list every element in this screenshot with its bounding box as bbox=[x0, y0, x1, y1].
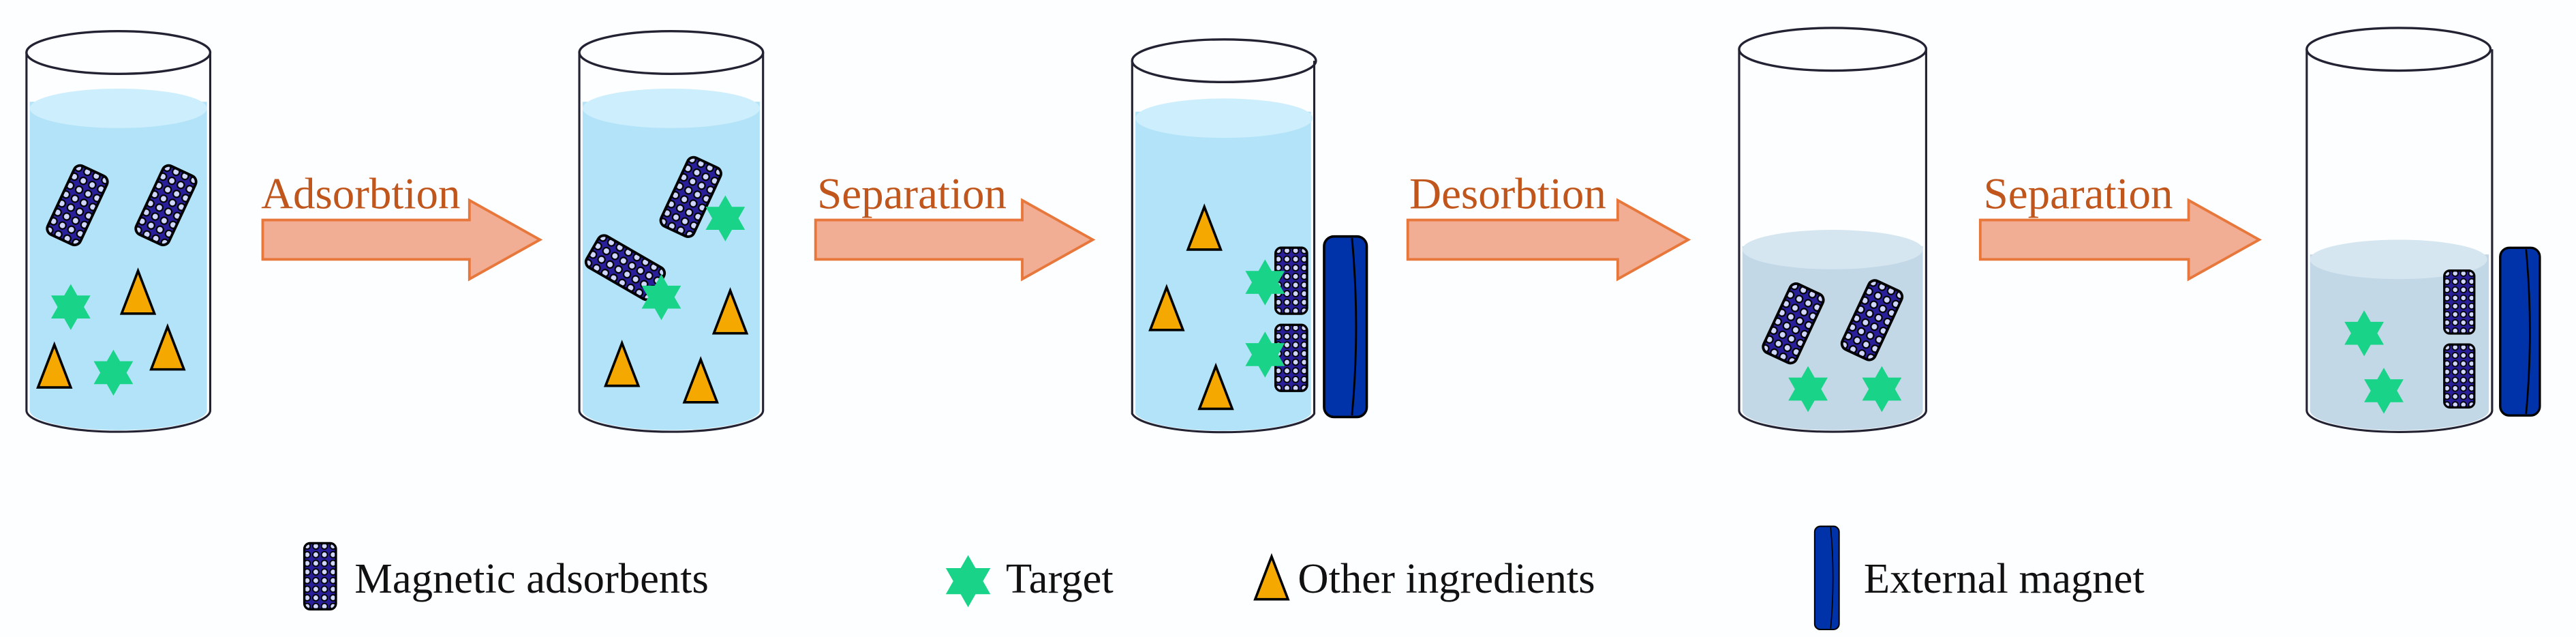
arrow-icon bbox=[1978, 198, 2263, 282]
step-arrow-desorbtion: Desorbtion bbox=[1406, 170, 1691, 282]
step-label: Separation bbox=[817, 170, 1007, 219]
legend-item-adsorbent: Magnetic adsorbents bbox=[305, 543, 709, 609]
step-label: Separation bbox=[1984, 170, 2173, 219]
beaker-final bbox=[2305, 27, 2541, 433]
arrow-icon bbox=[1406, 198, 1691, 282]
beaker-adsorbed bbox=[578, 30, 765, 433]
magnet-icon bbox=[1323, 235, 1368, 419]
legend-label: Magnetic adsorbents bbox=[354, 554, 709, 602]
legend-item-other: Other ingredients bbox=[1254, 554, 1595, 602]
step-label: Adsorbtion bbox=[261, 170, 460, 219]
legend-item-target: Target bbox=[945, 554, 1114, 608]
magnetic-adsorbent-icon bbox=[1274, 323, 1308, 392]
step-label: Desorbtion bbox=[1409, 170, 1606, 219]
beaker-initial bbox=[25, 30, 212, 433]
beaker-separation bbox=[1131, 38, 1368, 434]
arrow-icon bbox=[261, 198, 543, 282]
magnet-icon bbox=[2498, 246, 2541, 417]
magnetic-adsorbent-icon bbox=[1274, 246, 1308, 315]
star-icon bbox=[945, 554, 991, 608]
magnetic-adsorbent-icon bbox=[2443, 269, 2476, 335]
step-arrow-separation-2: Separation bbox=[1978, 170, 2263, 282]
legend-item-magnet: External magnet bbox=[1813, 524, 2145, 631]
triangle-icon bbox=[1254, 555, 1289, 601]
legend-label: Target bbox=[1006, 554, 1114, 602]
magnetic-adsorbent-icon bbox=[2443, 343, 2476, 409]
legend: Magnetic adsorbents Target Other ingredi… bbox=[305, 524, 2145, 631]
arrow-icon bbox=[814, 198, 1096, 282]
step-arrow-separation: Separation bbox=[814, 170, 1096, 282]
step-arrow-adsorbtion: Adsorbtion bbox=[261, 170, 543, 282]
beaker-rim bbox=[25, 30, 212, 76]
beaker-desorbed bbox=[1738, 27, 1928, 433]
magnetic-adsorbent-icon bbox=[305, 543, 336, 609]
legend-label: External magnet bbox=[1864, 554, 2145, 602]
magnet-icon bbox=[1813, 524, 1841, 631]
legend-label: Other ingredients bbox=[1298, 554, 1595, 602]
